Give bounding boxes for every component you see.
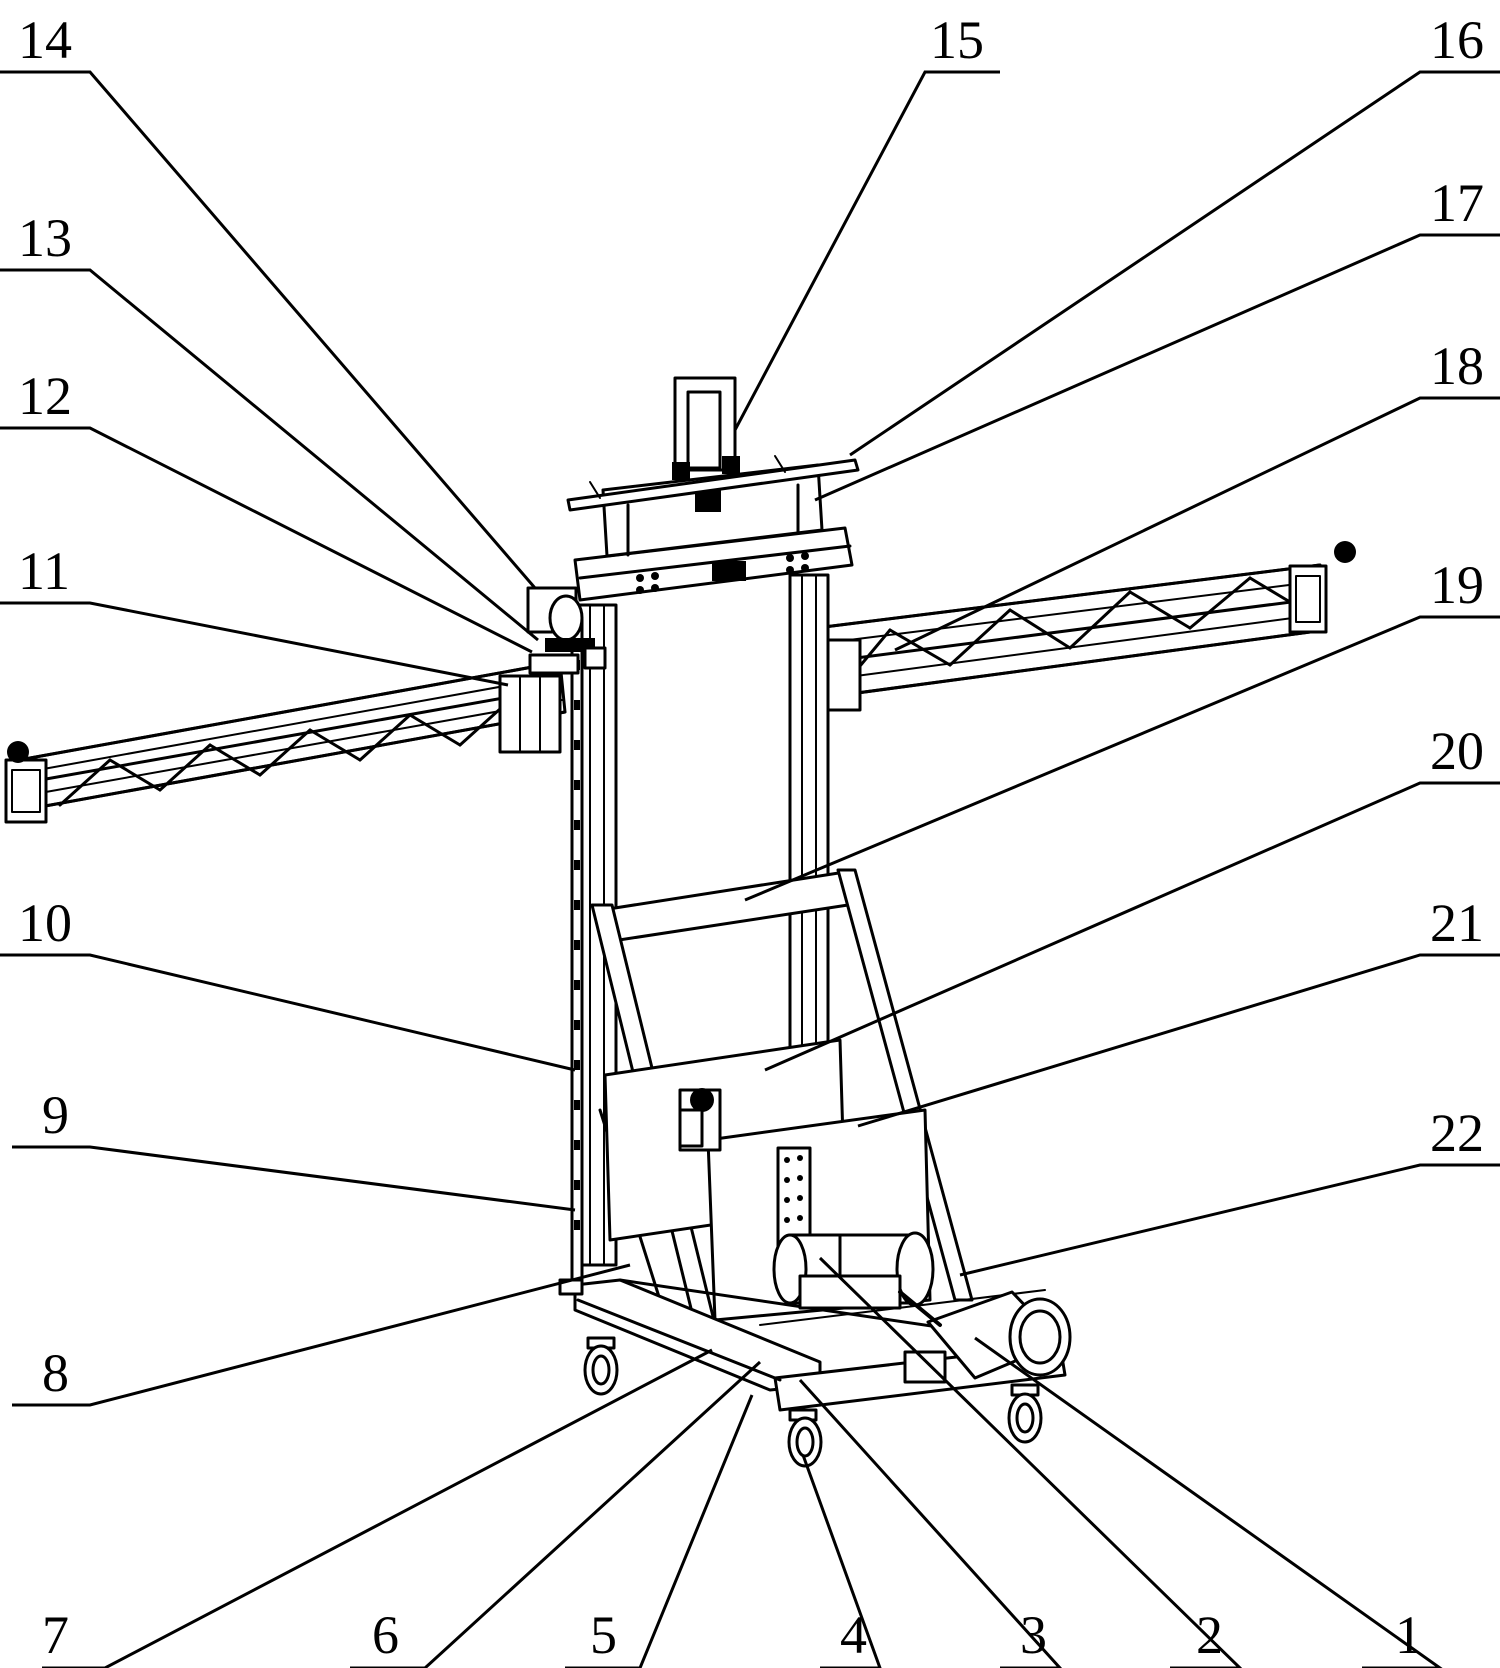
label-2: 2: [1196, 1605, 1223, 1665]
left-truss-arm: [4, 660, 567, 824]
part-labels: 14 13 12 11 10 9 8 7 6 5 4 3 2 1 15 16 1…: [18, 10, 1484, 1665]
label-18: 18: [1430, 336, 1484, 396]
label-10: 10: [18, 893, 72, 953]
label-14: 14: [18, 10, 72, 70]
label-22: 22: [1430, 1103, 1484, 1163]
caster-wheels: [583, 1336, 1043, 1468]
leader-lines: [0, 70, 1500, 1668]
label-15: 15: [930, 10, 984, 70]
wheel-front: [787, 1408, 823, 1468]
label-21: 21: [1430, 893, 1484, 953]
label-13: 13: [18, 208, 72, 268]
label-1: 1: [1395, 1605, 1422, 1665]
label-12: 12: [18, 366, 72, 426]
label-8: 8: [42, 1343, 69, 1403]
right-truss-arm: [798, 541, 1356, 712]
label-11: 11: [18, 541, 70, 601]
label-9: 9: [42, 1085, 69, 1145]
top-head-frame: [526, 376, 860, 675]
label-7: 7: [42, 1605, 69, 1665]
machine-body: [4, 376, 1356, 1468]
label-17: 17: [1430, 173, 1484, 233]
wheel-right: [1007, 1383, 1043, 1444]
label-16: 16: [1430, 10, 1484, 70]
label-20: 20: [1430, 721, 1484, 781]
label-3: 3: [1020, 1605, 1047, 1665]
wheel-left: [583, 1336, 619, 1396]
label-5: 5: [590, 1605, 617, 1665]
winch-motor: [772, 1231, 1072, 1384]
label-6: 6: [372, 1605, 399, 1665]
label-4: 4: [840, 1605, 867, 1665]
label-19: 19: [1430, 555, 1484, 615]
